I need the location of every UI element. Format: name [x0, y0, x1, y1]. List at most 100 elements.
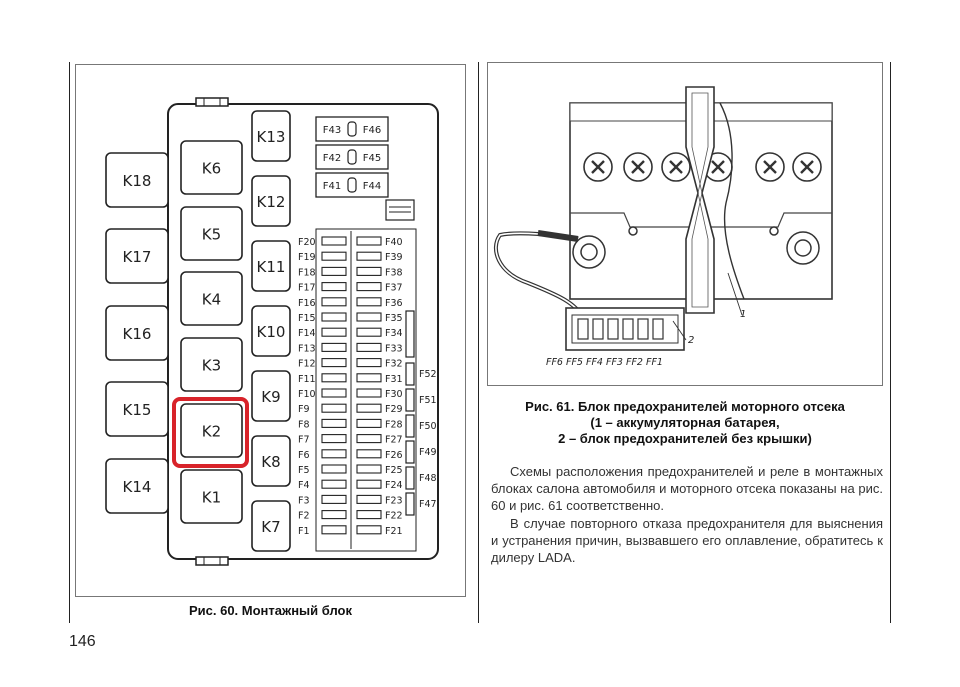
relay-label: K10	[257, 323, 286, 341]
fuse-slot	[356, 418, 382, 428]
fuse-label: F14	[298, 328, 316, 339]
fuse-label: F41	[323, 181, 341, 192]
paragraph-2: В случае повторного отказа предохранител…	[491, 515, 883, 566]
relay-k2: K2	[180, 403, 243, 458]
top-fuse-pair: F42 F45	[315, 144, 389, 170]
fuse-slot	[356, 251, 382, 261]
figure-61-caption: Рис. 61. Блок предохранителей моторного …	[487, 399, 883, 447]
callout-2: 2	[688, 335, 694, 346]
relay-label: K5	[202, 226, 221, 244]
fuse-label: F42	[323, 153, 341, 164]
relay-label: K14	[123, 478, 152, 496]
fuse-slot	[356, 266, 382, 276]
fuse-label: F13	[298, 343, 316, 354]
fuse-slot	[321, 342, 347, 352]
relay-label: K16	[123, 325, 152, 343]
body-text: Схемы расположения предохранителей и рел…	[491, 463, 883, 566]
side-fuse-slot	[405, 414, 415, 438]
relay-label: K15	[123, 401, 152, 419]
fuse-label: F28	[385, 419, 403, 430]
relay-k6: K6	[180, 140, 243, 195]
relay-k15: K15	[105, 381, 169, 437]
fuse-slot	[356, 236, 382, 246]
fuse-slot	[356, 358, 382, 368]
fuse-label: F34	[385, 328, 403, 339]
relay-k3: K3	[180, 337, 243, 392]
fuse-label: F36	[385, 298, 403, 309]
fuse-label: F40	[385, 237, 403, 248]
fuse-slot	[356, 373, 382, 383]
fuse-slot	[321, 251, 347, 261]
fuse-slot	[356, 297, 382, 307]
fuse-slot	[321, 418, 347, 428]
fuse-label: F7	[298, 435, 310, 446]
fuse-label: F45	[363, 153, 381, 164]
relay-k9: K9	[251, 370, 291, 422]
center-rule	[478, 62, 479, 623]
fuse-label: F50	[419, 421, 437, 432]
fuse-label: F6	[298, 450, 310, 461]
fuse-slot	[321, 434, 347, 444]
fuse-slot	[321, 373, 347, 383]
fuse-label: F32	[385, 359, 403, 370]
callout-1: 1	[740, 309, 746, 320]
relay-label: K2	[202, 423, 221, 441]
relay-k14: K14	[105, 458, 169, 514]
fuse-slot	[356, 388, 382, 398]
relay-k10: K10	[251, 305, 291, 357]
fuse-label: F26	[385, 450, 403, 461]
fuse-label: F52	[419, 369, 437, 380]
relay-k8: K8	[251, 435, 291, 487]
side-fuse-slot	[405, 466, 415, 490]
relay-k13: K13	[251, 110, 291, 162]
fuse-label: F47	[419, 499, 437, 510]
fuse-slot	[321, 282, 347, 292]
fuse-slot	[321, 479, 347, 489]
relay-k5: K5	[180, 206, 243, 261]
fuse-slot	[321, 494, 347, 504]
relay-label: K1	[202, 489, 221, 507]
fuse-label: F21	[385, 526, 403, 537]
fuse-label: F43	[323, 125, 341, 136]
fuse-label: F22	[385, 511, 403, 522]
relay-label: K11	[257, 258, 286, 276]
relay-k18: K18	[105, 152, 169, 208]
relay-k12: K12	[251, 175, 291, 227]
paragraph-1: Схемы расположения предохранителей и рел…	[491, 464, 883, 514]
fuse-label: F5	[298, 465, 310, 476]
fuse-slot	[356, 434, 382, 444]
fuse-slot	[321, 449, 347, 459]
relay-k11: K11	[251, 240, 291, 292]
side-fuse-slot	[405, 362, 415, 386]
fuse-label: F19	[298, 252, 316, 263]
left-rule	[69, 62, 70, 623]
page-number: 146	[69, 633, 96, 650]
ff-fuse-label: FF1	[646, 357, 663, 368]
side-fuse-slot	[405, 440, 415, 464]
figure-60-caption: Рис. 60. Монтажный блок	[188, 603, 353, 618]
fuse-label: F15	[298, 313, 316, 324]
relay-label: K7	[261, 518, 280, 536]
fuse-label: F2	[298, 511, 310, 522]
fuse-slot	[356, 464, 382, 474]
fuse-label: F1	[298, 526, 310, 537]
ff-fuse-label: FF3	[606, 357, 623, 368]
fuse-label: F18	[298, 267, 316, 278]
fuse-label: F11	[298, 374, 316, 385]
relay-label: K3	[202, 357, 221, 375]
fuse-slot	[356, 494, 382, 504]
fuse-slot	[356, 449, 382, 459]
fuse-label: F9	[298, 404, 310, 415]
fuse-label: F48	[419, 473, 437, 484]
relay-label: K4	[202, 291, 221, 309]
fuse-slot	[356, 327, 382, 337]
fuse-slot	[356, 403, 382, 413]
relay-k16: K16	[105, 305, 169, 361]
fuse-label: F24	[385, 480, 403, 491]
relay-label: K13	[257, 128, 286, 146]
fuse-slot	[321, 297, 347, 307]
fuse-slot	[356, 312, 382, 322]
